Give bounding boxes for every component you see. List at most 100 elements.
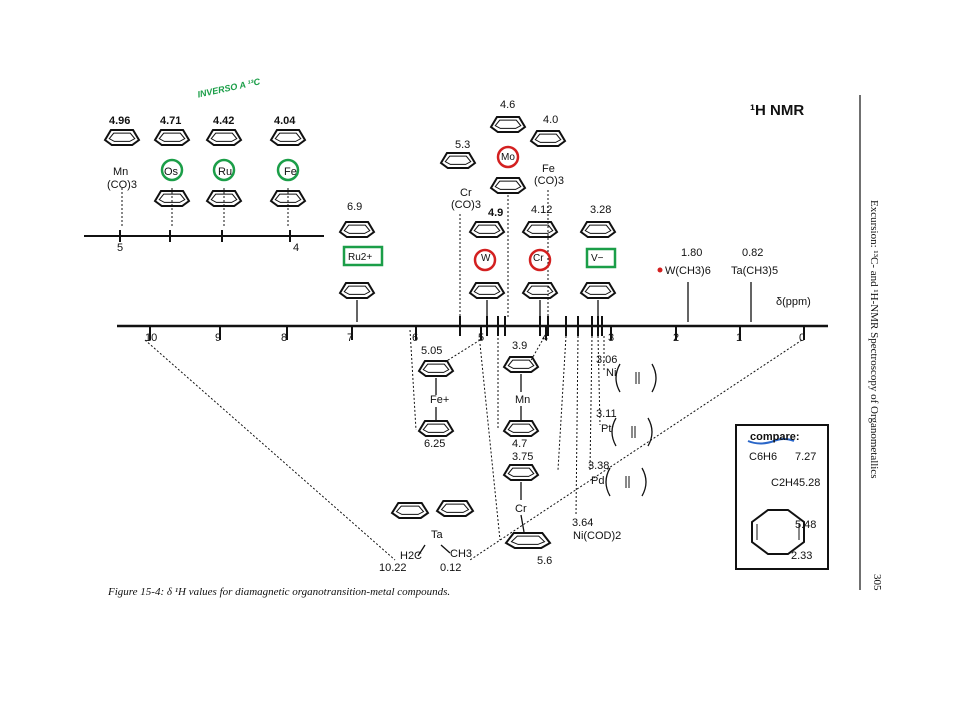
- upper-ring-top-1-inner: [158, 132, 186, 142]
- value-ru2plus: 6.9: [347, 201, 363, 213]
- value-mn-co3: 4.96: [109, 115, 131, 127]
- metal-mo: Mo: [501, 152, 515, 163]
- compare-row-ethylene-value: 5.28: [799, 477, 821, 489]
- value-os: 4.71: [160, 115, 182, 127]
- cr-lower-ring-top: [502, 464, 540, 481]
- margin-running-title-text: Excursion: ¹³C- and ¹H-NMR Spectroscopy …: [868, 200, 880, 479]
- metal-pd: Pd: [591, 475, 605, 487]
- metal-mn: Mn: [113, 166, 129, 178]
- cr-ring-bottom-inner: [526, 285, 554, 295]
- value-fe-co3: 4.0: [543, 114, 559, 126]
- cod-ring: [751, 509, 805, 555]
- value-ni: 3.06: [596, 354, 618, 366]
- fe-co3-ring-inner: [534, 133, 562, 143]
- v-ring-top-inner: [584, 224, 612, 234]
- axis-unit-label: δ(ppm): [776, 296, 811, 308]
- fe-plus-dotted-a: [409, 329, 417, 431]
- fe-plus-ring-bottom: [417, 420, 455, 437]
- metal-fe-co3: Fe: [542, 163, 555, 175]
- upper-ring-top-0: [103, 129, 141, 146]
- nicod-dotted: [575, 335, 579, 516]
- mo-ring-top-inner: [494, 119, 522, 129]
- value2-fe-plus: 6.25: [424, 438, 446, 450]
- cr-ring-top-inner: [526, 224, 554, 234]
- axis-tick-label-7: 7: [347, 332, 354, 344]
- mo-red-circle: [496, 145, 520, 169]
- cod-value-aliphatic: 2.33: [791, 550, 813, 562]
- olefin-bracket-right-0: [651, 363, 657, 393]
- cr-lower-ring-bottom: [504, 532, 552, 549]
- cr-lower-ring-top-inner: [507, 467, 535, 477]
- metal-cr: Cr: [533, 253, 544, 264]
- value-wme6: 1.80: [681, 247, 703, 259]
- axis-tick-label-10: 10: [145, 332, 158, 344]
- margin-running-title: Excursion: ¹³C- and ¹H-NMR Spectroscopy …: [866, 200, 880, 620]
- ru2plus-ring-top: [338, 221, 376, 238]
- upper-tick-label-5: 5: [117, 242, 124, 254]
- metal-mn-sandwich: Mn: [515, 394, 531, 406]
- value-tame5: 0.82: [742, 247, 764, 259]
- value-pt: 3.11: [596, 408, 617, 420]
- fe-plus-dotted-b: [444, 339, 481, 363]
- pd-dotted: [589, 335, 593, 471]
- axis-tick-label-4: 4: [542, 332, 549, 344]
- value-cr: 4.12: [531, 204, 553, 216]
- axis-tick-label-8: 8: [281, 332, 288, 344]
- upper-ring-top-2-inner: [210, 132, 238, 142]
- metal-ru2plus: Ru2+: [348, 252, 373, 263]
- metal-cr-co3: Cr: [460, 187, 472, 199]
- metal-fe: Fe: [284, 166, 297, 178]
- mn-dotted-b: [529, 333, 547, 363]
- olefin-bracket-right-2: [641, 467, 647, 497]
- fe-plus-ring-bottom-inner: [422, 423, 450, 433]
- value2-cr-lower: 5.6: [537, 555, 553, 567]
- mn-ring-top-inner: [507, 359, 535, 369]
- w-ring-top: [468, 221, 506, 238]
- metal-w: W: [481, 253, 491, 264]
- wme6-red-dot: [657, 267, 663, 273]
- metal-os: Os: [164, 166, 179, 178]
- axis-tick-label-6: 6: [412, 332, 419, 344]
- cod-value-olefinic: 5.48: [795, 519, 817, 531]
- metal-fe-plus: Fe+: [430, 394, 450, 406]
- axis-tick-label-9: 9: [215, 332, 222, 344]
- olefin-bracket-left-1: [611, 417, 617, 447]
- axis-tick-label-0: 0: [799, 332, 806, 344]
- ta-dotted-left: [144, 339, 396, 561]
- label-tame5: Ta(CH3)5: [731, 265, 779, 277]
- upper-ring-top-0-inner: [108, 132, 136, 142]
- label-wme6: W(CH3)6: [665, 265, 711, 277]
- ta-left-group: H2C: [400, 550, 423, 562]
- axis-tick-label-3: 3: [608, 332, 615, 344]
- upper-ring-top-3-inner: [274, 132, 302, 142]
- upper-ring-bottom-2-inner: [210, 193, 238, 203]
- w-ring-bottom: [468, 282, 506, 299]
- page-number: 305: [871, 574, 883, 591]
- upper-tick-label-4: 4: [293, 242, 300, 254]
- pt-dotted: [597, 335, 601, 426]
- cr-ring-top: [521, 221, 559, 238]
- ta-cp-ring-right-inner: [440, 503, 470, 513]
- axis-tick-label-2: 2: [673, 332, 680, 344]
- compare-underline: [747, 438, 795, 445]
- metal-ta: Ta: [431, 529, 443, 541]
- value-ta-left: 10.22: [379, 562, 407, 574]
- metal-ni: Ni: [606, 367, 617, 379]
- cr-co3-ring: [439, 152, 477, 169]
- compare-row-ethylene-label: C2H4: [771, 477, 800, 489]
- mn-ring-bottom: [502, 420, 540, 437]
- v-ring-bottom-inner: [584, 285, 612, 295]
- fe-plus-ring-top-inner: [422, 363, 450, 373]
- ligand-fe-co3: (CO)3: [534, 175, 564, 187]
- cr-lower-dotted-b: [479, 343, 501, 541]
- compare-title: compare:: [750, 431, 800, 443]
- axis-tick-label-1: 1: [736, 332, 743, 344]
- value-pd: 3.38: [588, 460, 610, 472]
- ligand-cr-co3: (CO)3: [451, 199, 481, 211]
- olefin-bracket-right-1: [647, 417, 653, 447]
- ta-bond-left: [417, 544, 426, 557]
- mo-ring-bottom-inner: [494, 180, 522, 190]
- label-nicod2: Ni(COD)2: [573, 530, 622, 542]
- nmr-label: ¹H NMR: [750, 102, 805, 119]
